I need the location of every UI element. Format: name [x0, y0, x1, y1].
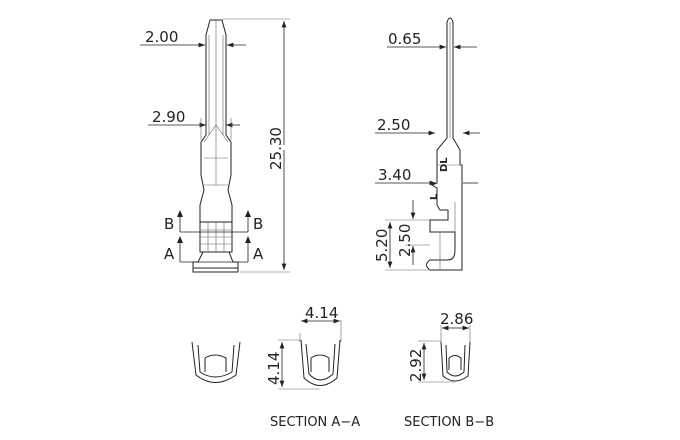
label-dl: DL — [439, 157, 450, 172]
section-b-label: SECTION B−B — [404, 415, 494, 430]
section-mark-b-left: B — [164, 215, 174, 233]
section-b-width: 2.86 — [440, 310, 473, 328]
section-b-view: 2.86 2.92 SECTION B−B — [404, 310, 494, 430]
section-a-width: 4.14 — [305, 304, 338, 322]
label-l: L — [429, 193, 440, 200]
section-a-views: 4.14 4.14 SECTION A−A — [191, 304, 360, 430]
dim-crimp: 2.50 — [396, 224, 414, 257]
dim-tip-width: 2.00 — [145, 28, 178, 46]
dim-height: 5.20 — [373, 229, 391, 262]
dim-length: 25.30 — [267, 127, 285, 170]
section-mark-a-right: A — [253, 245, 264, 263]
section-mark-a-left: A — [164, 245, 175, 263]
dim-pin-thickness: 0.65 — [388, 30, 421, 48]
dim-lance: 3.40 — [378, 166, 411, 184]
section-a-label: SECTION A−A — [270, 415, 360, 430]
section-a-height: 4.14 — [265, 352, 283, 385]
dim-body-width: 2.90 — [152, 108, 185, 126]
section-b-height: 2.92 — [407, 349, 425, 382]
section-mark-b-right: B — [253, 215, 263, 233]
side-view: DL L 0.65 2.50 3.40 5.20 2.50 — [373, 17, 480, 271]
dim-side-body-width: 2.50 — [377, 116, 410, 134]
front-view: 2.00 2.90 25.30 B B A A — [140, 18, 290, 273]
